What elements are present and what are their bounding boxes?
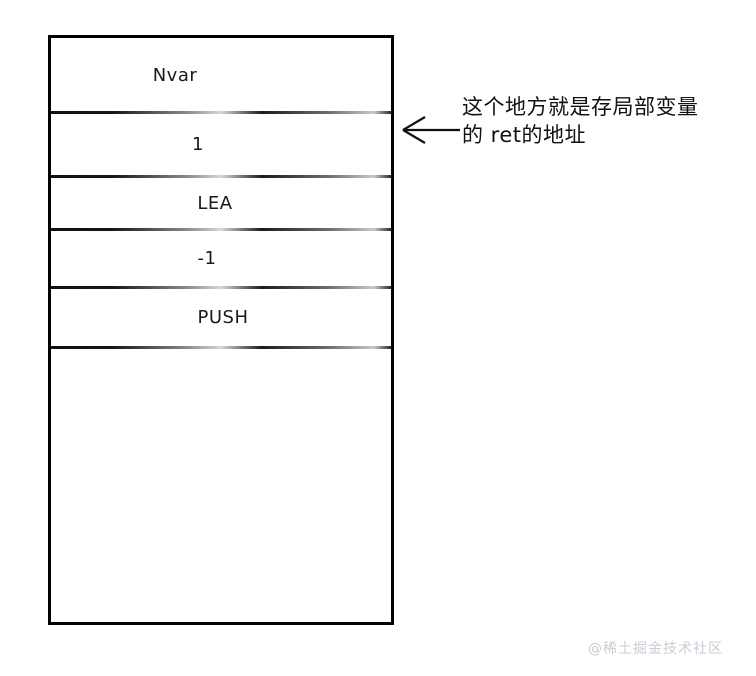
stack-cell-divider (51, 286, 391, 289)
stack-cell-one: 1 (51, 113, 391, 177)
stack-cell-divider (51, 228, 391, 231)
arrow-left-icon (402, 116, 460, 144)
stack-cell-lea: LEA (51, 177, 391, 230)
stack-cell-divider (51, 111, 391, 114)
stack-cell-nvar: Nvar (51, 38, 391, 113)
stack-frame-box: Nvar 1 LEA -1 PUSH (48, 35, 394, 625)
annotation-line-2: 的 ret的地址 (462, 122, 587, 147)
watermark: @稀土掘金技术社区 (588, 641, 723, 657)
stack-cell-label: -1 (197, 248, 217, 269)
stack-cell-empty-region (51, 348, 391, 622)
stack-cell-label: 1 (192, 134, 204, 155)
stack-cell-divider (51, 346, 391, 349)
stack-cell-label: Nvar (152, 64, 198, 86)
stack-cell-minus-one: -1 (51, 230, 391, 288)
annotation-line-1: 这个地方就是存局部变量 (462, 95, 699, 119)
annotation-note: 这个地方就是存局部变量 的 ret的地址 (462, 94, 752, 149)
stack-cell-divider (51, 175, 391, 178)
stack-cell-push: PUSH (51, 288, 391, 348)
stack-cell-label: PUSH (197, 307, 249, 328)
stack-cell-label: LEA (197, 192, 233, 214)
